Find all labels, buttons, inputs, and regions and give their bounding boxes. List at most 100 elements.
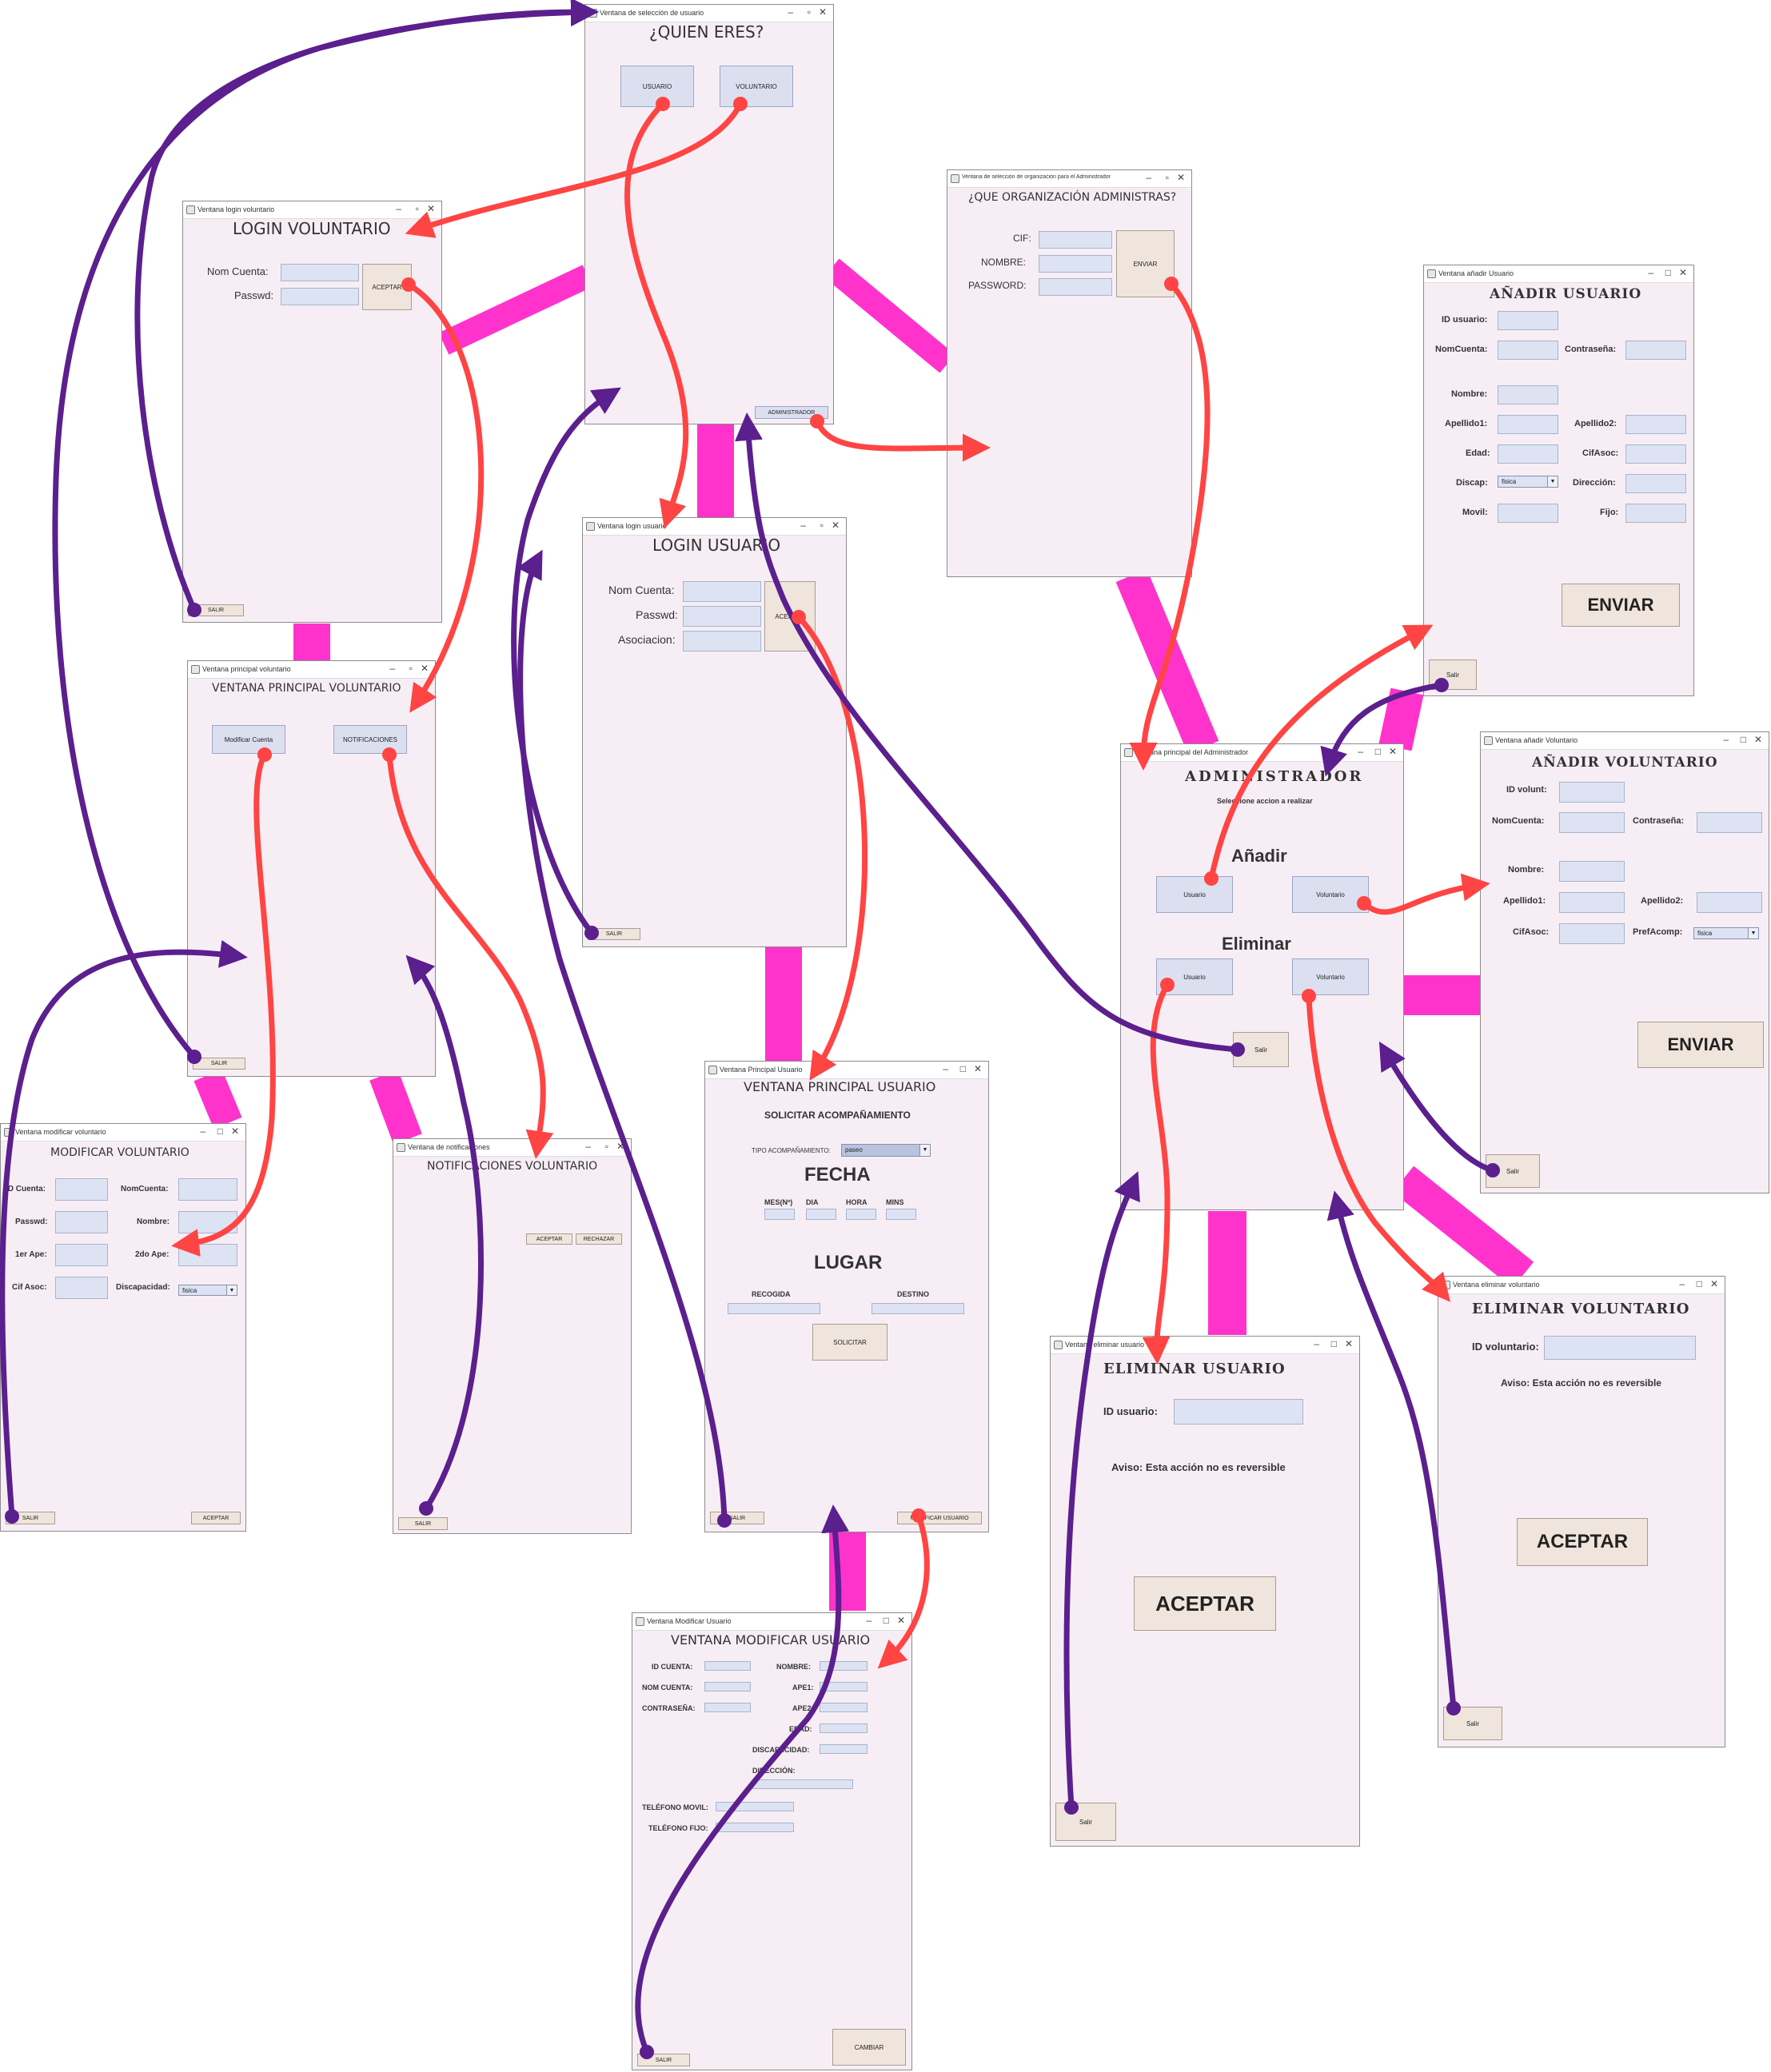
- minimize-icon[interactable]: –: [1679, 1278, 1685, 1289]
- solicitar-button[interactable]: SOLICITAR: [812, 1324, 887, 1361]
- usuario-button[interactable]: USUARIO: [620, 66, 694, 107]
- contrasena-field[interactable]: [1625, 341, 1686, 360]
- cifasoc-field[interactable]: [1625, 444, 1686, 464]
- maximize-icon[interactable]: ▫: [807, 6, 811, 18]
- id-cuenta-field[interactable]: [55, 1178, 108, 1201]
- fijo-field[interactable]: [1625, 504, 1686, 523]
- administrador-button[interactable]: ADMINISTRADOR: [755, 406, 828, 419]
- salir-button[interactable]: SALIR: [710, 1512, 764, 1524]
- eliminar-voluntario-button[interactable]: Voluntario: [1292, 958, 1369, 995]
- id-volunt-field[interactable]: [1559, 782, 1625, 803]
- minimize-icon[interactable]: –: [1146, 172, 1151, 183]
- minimize-icon[interactable]: –: [585, 1141, 591, 1152]
- maximize-icon[interactable]: ▫: [415, 203, 419, 214]
- minimize-icon[interactable]: –: [389, 663, 395, 674]
- voluntario-button[interactable]: VOLUNTARIO: [720, 66, 793, 107]
- discap-select[interactable]: fisica▼: [1498, 476, 1558, 488]
- contrasena-field[interactable]: [704, 1703, 751, 1712]
- enviar-button[interactable]: ENVIAR: [1562, 584, 1680, 627]
- tipo-select[interactable]: paseo▼: [841, 1144, 931, 1157]
- close-icon[interactable]: ✕: [1709, 1278, 1718, 1289]
- edad-field[interactable]: [820, 1723, 868, 1733]
- cifasoc-field[interactable]: [55, 1277, 108, 1299]
- maximize-icon[interactable]: ▫: [604, 1141, 608, 1152]
- minimize-icon[interactable]: –: [788, 6, 793, 18]
- salir-button[interactable]: Salir: [1486, 1154, 1540, 1188]
- maximize-icon[interactable]: □: [959, 1063, 966, 1074]
- nombre-field[interactable]: [178, 1211, 237, 1233]
- destino-field[interactable]: [872, 1303, 964, 1314]
- id-usuario-field[interactable]: [1174, 1399, 1303, 1424]
- discapacidad-field[interactable]: [820, 1744, 868, 1754]
- discapacidad-select[interactable]: fisica▼: [178, 1285, 237, 1296]
- aceptar-button[interactable]: ACEPTAR: [362, 264, 412, 310]
- salir-button[interactable]: Salir: [1055, 1803, 1116, 1841]
- close-icon[interactable]: ✕: [896, 1615, 905, 1626]
- contrasena-field[interactable]: [1697, 812, 1762, 833]
- nom-cuenta-field[interactable]: [683, 581, 761, 602]
- maximize-icon[interactable]: □: [1374, 746, 1381, 757]
- minimize-icon[interactable]: –: [800, 520, 806, 531]
- eliminar-usuario-button[interactable]: Usuario: [1156, 958, 1233, 995]
- anadir-usuario-button[interactable]: Usuario: [1156, 876, 1233, 913]
- mins-field[interactable]: [886, 1209, 916, 1220]
- maximize-icon[interactable]: □: [1665, 267, 1671, 278]
- maximize-icon[interactable]: □: [883, 1615, 889, 1626]
- salir-button[interactable]: SALIR: [588, 928, 640, 940]
- nombre-field[interactable]: [1498, 385, 1558, 404]
- minimize-icon[interactable]: –: [866, 1615, 872, 1626]
- chevron-down-icon[interactable]: ▼: [226, 1285, 237, 1295]
- nomcuenta-field[interactable]: [178, 1178, 237, 1201]
- edad-field[interactable]: [1498, 444, 1558, 464]
- telefono-fijo-field[interactable]: [716, 1823, 794, 1832]
- apellido2-field[interactable]: [1625, 415, 1686, 434]
- modificar-usuario-button[interactable]: MODIFICAR USUARIO: [897, 1512, 982, 1524]
- hora-field[interactable]: [846, 1209, 876, 1220]
- enviar-button[interactable]: ENVIAR: [1116, 230, 1175, 297]
- apellido2-field[interactable]: [1697, 892, 1762, 913]
- id-usuario-field[interactable]: [1498, 311, 1558, 330]
- minimize-icon[interactable]: –: [943, 1063, 948, 1074]
- ape2-field[interactable]: [820, 1703, 868, 1712]
- maximize-icon[interactable]: □: [217, 1126, 223, 1137]
- aceptar-button[interactable]: ACEPTAR: [1517, 1518, 1648, 1566]
- apellido1-field[interactable]: [1559, 892, 1625, 913]
- salir-button[interactable]: SALIR: [637, 2054, 690, 2066]
- salir-button[interactable]: SALIR: [188, 604, 244, 616]
- enviar-button[interactable]: ENVIAR: [1637, 1022, 1764, 1068]
- aceptar-button[interactable]: ACEPTAR: [191, 1512, 241, 1524]
- salir-button[interactable]: Salir: [1429, 659, 1477, 690]
- movil-field[interactable]: [1498, 504, 1558, 523]
- mes-field[interactable]: [764, 1209, 795, 1220]
- salir-button[interactable]: Salir: [1233, 1032, 1289, 1067]
- minimize-icon[interactable]: –: [1358, 746, 1363, 757]
- maximize-icon[interactable]: □: [1696, 1278, 1702, 1289]
- nombre-field[interactable]: [1039, 255, 1112, 273]
- nomcuenta-field[interactable]: [1498, 341, 1558, 360]
- close-icon[interactable]: ✕: [1176, 172, 1185, 183]
- close-icon[interactable]: ✕: [1344, 1338, 1353, 1349]
- nom-cuenta-field[interactable]: [281, 264, 359, 281]
- chevron-down-icon[interactable]: ▼: [1547, 476, 1558, 487]
- cif-field[interactable]: [1039, 231, 1112, 249]
- ape1-field[interactable]: [820, 1682, 868, 1691]
- close-icon[interactable]: ✕: [818, 6, 827, 18]
- modificar-cuenta-button[interactable]: Modificar Cuenta: [212, 725, 285, 754]
- cambiar-button[interactable]: CAMBIAR: [832, 2029, 906, 2066]
- passwd-field[interactable]: [683, 606, 761, 627]
- anadir-voluntario-button[interactable]: Voluntario: [1292, 876, 1369, 913]
- salir-button[interactable]: SALIR: [6, 1512, 55, 1524]
- minimize-icon[interactable]: –: [396, 203, 401, 214]
- maximize-icon[interactable]: ▫: [820, 520, 824, 531]
- close-icon[interactable]: ✕: [420, 663, 429, 674]
- maximize-icon[interactable]: ▫: [1165, 172, 1169, 183]
- close-icon[interactable]: ✕: [973, 1063, 982, 1074]
- close-icon[interactable]: ✕: [230, 1126, 239, 1137]
- rechazar-button[interactable]: RECHAZAR: [576, 1233, 622, 1245]
- cifasoc-field[interactable]: [1559, 923, 1625, 944]
- recogida-field[interactable]: [728, 1303, 820, 1314]
- nombre-field[interactable]: [1559, 861, 1625, 882]
- id-voluntario-field[interactable]: [1544, 1336, 1696, 1360]
- aceptar-button[interactable]: ACEPTAR: [526, 1233, 572, 1245]
- aceptar-button[interactable]: ACEPTAR: [764, 581, 816, 651]
